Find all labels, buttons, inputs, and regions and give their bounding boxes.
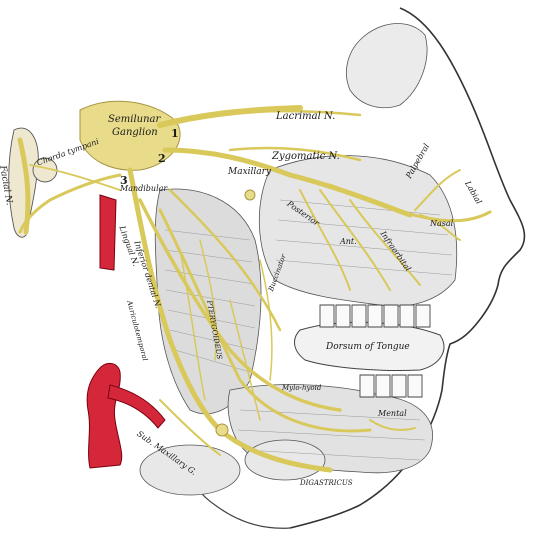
ear-region [8,127,58,238]
palpebral-branch [414,169,461,211]
muscle-region [154,188,262,414]
semilunar-ganglion [79,100,181,171]
gland-region [139,439,326,496]
face-profile-outline [289,7,526,529]
orbit-region [346,23,428,109]
infraorbital-branch [328,183,492,223]
mental-branch [369,419,416,431]
otic-ganglion [244,189,256,201]
chorda-tympani [29,164,121,191]
lower-teeth [359,374,423,398]
lingual-branch [138,198,342,412]
submaxillary-ganglion [215,423,229,437]
inferior-dental-branch [158,208,372,433]
nasal-branch [419,214,461,241]
tongue-region [294,321,445,372]
zygomatic-branch [228,146,362,162]
alveolar-branches [299,189,421,291]
minor-branches [179,239,273,421]
maxilla-region [258,155,458,307]
upper-teeth [319,304,431,328]
facial-nerve [17,137,31,235]
shading-hatch [164,199,453,461]
carotid-artery [86,194,166,469]
submaxillary-branch [159,399,221,456]
mandibular-division [127,167,333,473]
trigeminal-nerves [17,100,492,473]
ophthalmic-division [157,105,303,128]
lacrimal-branch [248,109,362,117]
